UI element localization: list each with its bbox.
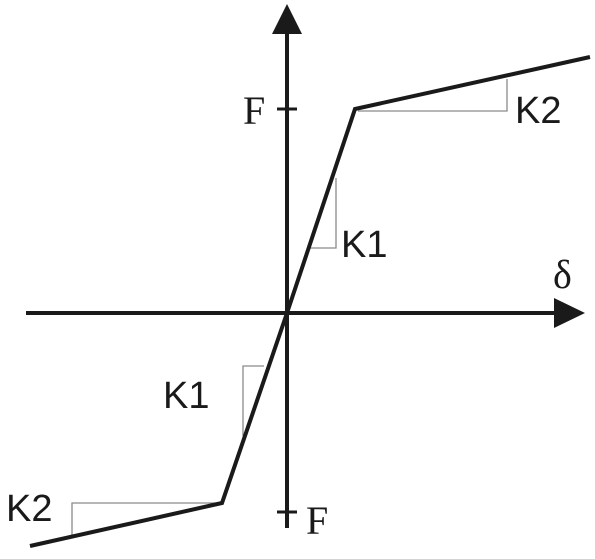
slope-triangles: [71, 79, 508, 537]
labels: F F δ K2 K1 K1 K2: [6, 88, 572, 543]
k2-slope-triangle-top: [358, 79, 508, 112]
k2-label-bottom: K2: [6, 488, 52, 530]
displacement-label: δ: [553, 252, 572, 297]
k1-slope-triangle-top: [310, 178, 337, 249]
k2-label-top: K2: [515, 90, 561, 132]
force-label-top: F: [243, 88, 265, 133]
force-label-bottom: F: [306, 498, 328, 543]
k1-label-top: K1: [341, 224, 387, 266]
k2-slope-triangle-bottom: [71, 502, 222, 537]
vertical-axis-arrowhead: [272, 4, 302, 34]
horizontal-axis-arrowhead: [554, 298, 585, 328]
k1-slope-triangle-bottom: [242, 365, 264, 436]
k1-label-bottom: K1: [163, 375, 209, 417]
axes: [26, 4, 585, 528]
bilinear-force-displacement-curve: [29, 55, 591, 548]
